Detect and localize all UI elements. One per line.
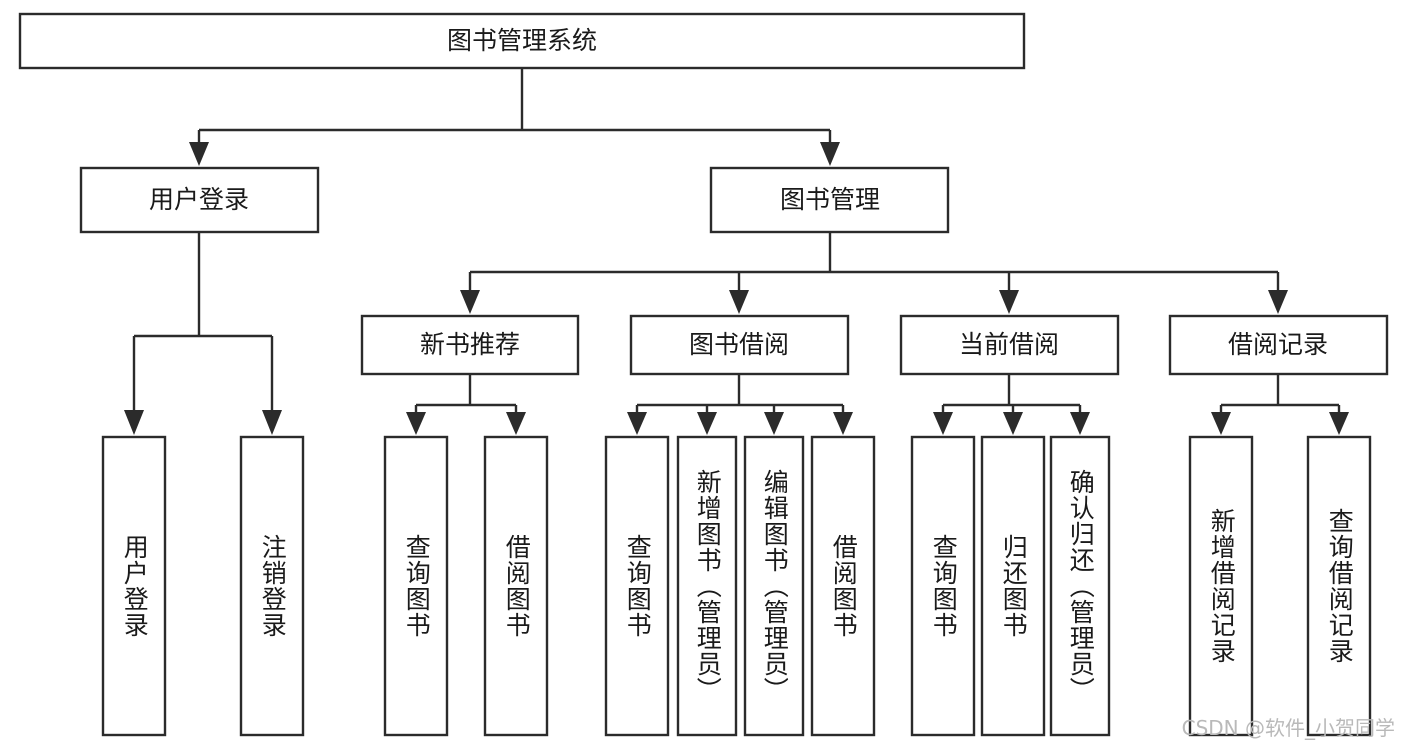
arrow-head-borrow (729, 290, 749, 314)
leaf-box-return-book[interactable] (980, 435, 1046, 737)
arrow-head-borrow-book-2 (833, 412, 853, 435)
node-root-label: 图书管理系统 (447, 26, 597, 55)
leaf-box-add-book[interactable] (676, 435, 738, 737)
arrow-head-query-book-2 (627, 412, 647, 435)
leaf-box-query-book-2[interactable] (604, 435, 670, 737)
arrow-head-add-record (1211, 412, 1231, 435)
arrow-head-book-mgmt (820, 142, 840, 166)
node-book-borrow-box[interactable] (629, 314, 850, 376)
arrow-head-leaf-logout (262, 410, 282, 435)
node-user-login-label: 用户登录 (149, 185, 249, 214)
leaf-box-logout[interactable] (239, 435, 305, 737)
node-user-login-box[interactable] (79, 166, 320, 234)
leaf-box-query-book-1[interactable] (383, 435, 449, 737)
arrow-head-records (1268, 290, 1288, 314)
leaf-box-borrow-book-2[interactable] (810, 435, 876, 737)
csdn-watermark: CSDN @软件_小贺同学 (1181, 716, 1395, 740)
node-borrow-records-label: 借阅记录 (1228, 330, 1328, 359)
leaf-box-query-book-3[interactable] (910, 435, 976, 737)
arrow-head-query-book-1 (406, 412, 426, 435)
node-book-borrow-label: 图书借阅 (689, 330, 789, 359)
node-current-borrow-label: 当前借阅 (959, 330, 1059, 359)
arrow-head-current (999, 290, 1019, 314)
nodes-layer: 图书管理系统 用户登录 图书管理 新书推荐 图书借阅 当前借阅 借阅记录 (18, 12, 1389, 737)
arrow-head-confirm-return (1070, 412, 1090, 435)
node-book-mgmt-label: 图书管理 (780, 185, 880, 214)
arrow-head-borrow-book-1 (506, 412, 526, 435)
leaf-box-add-record[interactable] (1188, 435, 1254, 737)
arrow-head-edit-book (764, 412, 784, 435)
arrow-head-query-book-3 (933, 412, 953, 435)
arrow-head-new-book (460, 290, 480, 314)
node-book-mgmt-box[interactable] (709, 166, 950, 234)
arrow-head-return-book (1003, 412, 1023, 435)
arrow-head-user-login (189, 142, 209, 166)
node-borrow-records-box[interactable] (1168, 314, 1389, 376)
leaf-box-query-record[interactable] (1306, 435, 1372, 737)
leaf-box-edit-book[interactable] (743, 435, 805, 737)
connectors-layer (124, 68, 1349, 435)
arrow-head-add-book (697, 412, 717, 435)
arrow-head-leaf-user-login (124, 410, 144, 435)
leaf-box-borrow-book-1[interactable] (483, 435, 549, 737)
node-current-borrow-box[interactable] (899, 314, 1120, 376)
node-new-book-rec-box[interactable] (360, 314, 580, 376)
leaf-box-user-login[interactable] (101, 435, 167, 737)
node-root-box[interactable] (18, 12, 1026, 70)
node-new-book-rec-label: 新书推荐 (420, 330, 520, 359)
arrow-head-query-record (1329, 412, 1349, 435)
leaf-box-confirm-return[interactable] (1049, 435, 1111, 737)
